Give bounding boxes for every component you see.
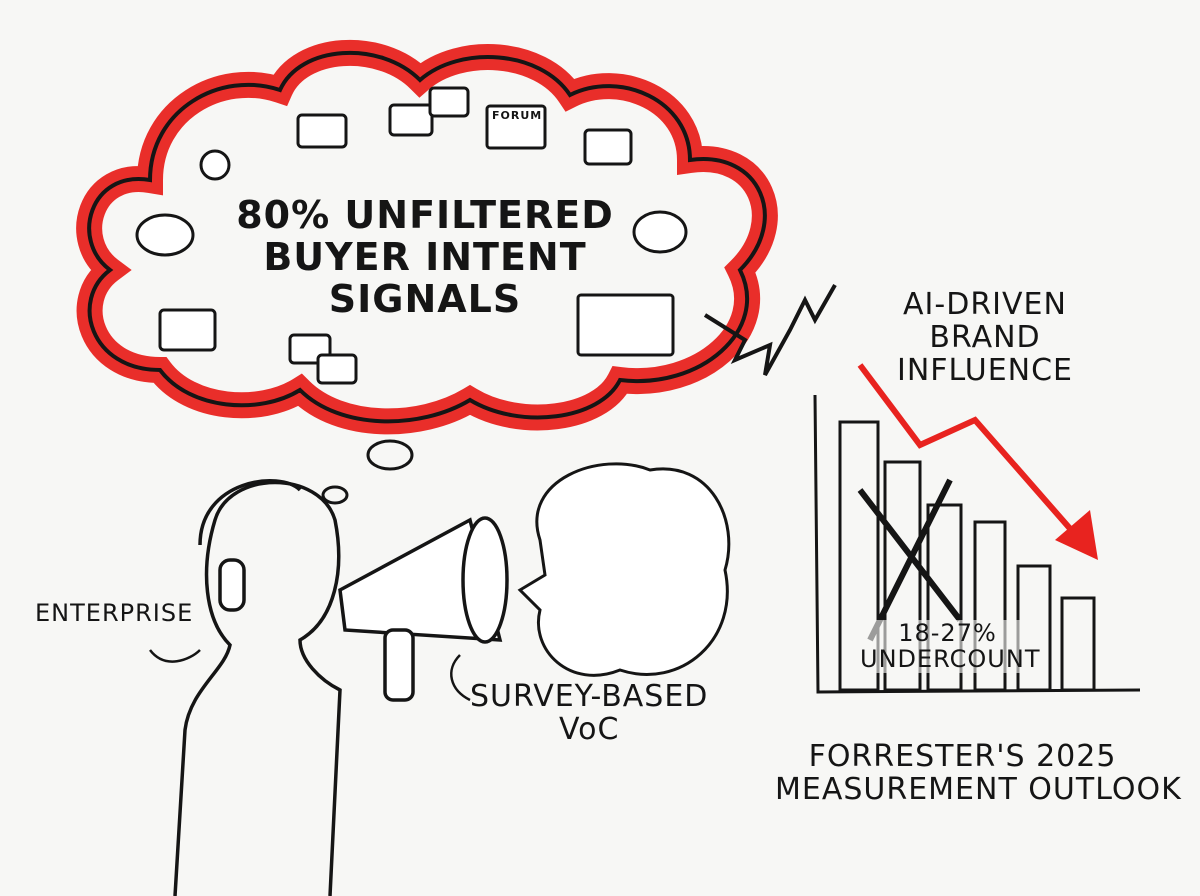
declining-red-arrow — [857, 363, 1098, 560]
forum-label: FORUM — [492, 109, 543, 122]
thought-cloud — [76, 39, 778, 505]
forum-icon — [485, 104, 547, 150]
undercount-line: 18-27% — [898, 619, 997, 647]
bar — [1060, 596, 1096, 692]
voc-line: VoC — [558, 712, 620, 747]
source-line: FORRESTER'S 2025 — [808, 739, 1117, 774]
source-line: MEASUREMENT OUTLOOK — [775, 772, 1182, 807]
cloud-headline: 80% UNFILTERED BUYER INTENT SIGNALS — [235, 193, 615, 321]
bar — [926, 503, 963, 692]
arrow-label-line: BRAND — [929, 320, 1041, 355]
enterprise-pointer-arrow — [149, 649, 201, 663]
person-with-headphones — [173, 479, 342, 896]
chat-bubble-icons — [135, 86, 688, 385]
bar — [838, 420, 880, 692]
lightning-bolt-icon — [703, 284, 837, 376]
voc-label: SURVEY-BASED VoC — [470, 680, 708, 746]
empty-speech-bubble — [517, 462, 731, 677]
arrow-label-line: AI-DRIVEN — [903, 287, 1067, 322]
arrow-label-line: INFLUENCE — [896, 353, 1074, 388]
headline-line: BUYER INTENT — [263, 234, 587, 279]
voc-line: SURVEY-BASED — [470, 679, 709, 714]
undercount-label: 18-27% UNDERCOUNT — [860, 619, 1041, 674]
bar-chart-sketch — [813, 394, 1141, 694]
headline-line: 80% UNFILTERED — [236, 193, 614, 237]
ai-brand-influence-label: AI-DRIVEN BRAND INFLUENCE — [880, 288, 1090, 387]
headline-line: SIGNALS — [328, 276, 522, 321]
megaphone-icon — [338, 516, 509, 702]
voc-pointer-arrow — [450, 654, 471, 702]
source-label: FORRESTER'S 2025 MEASUREMENT OUTLOOK — [775, 739, 1182, 807]
enterprise-label: ENTERPRISE — [35, 599, 194, 627]
bar — [973, 520, 1007, 692]
undercount-line: UNDERCOUNT — [860, 645, 1041, 674]
bar — [883, 460, 922, 692]
